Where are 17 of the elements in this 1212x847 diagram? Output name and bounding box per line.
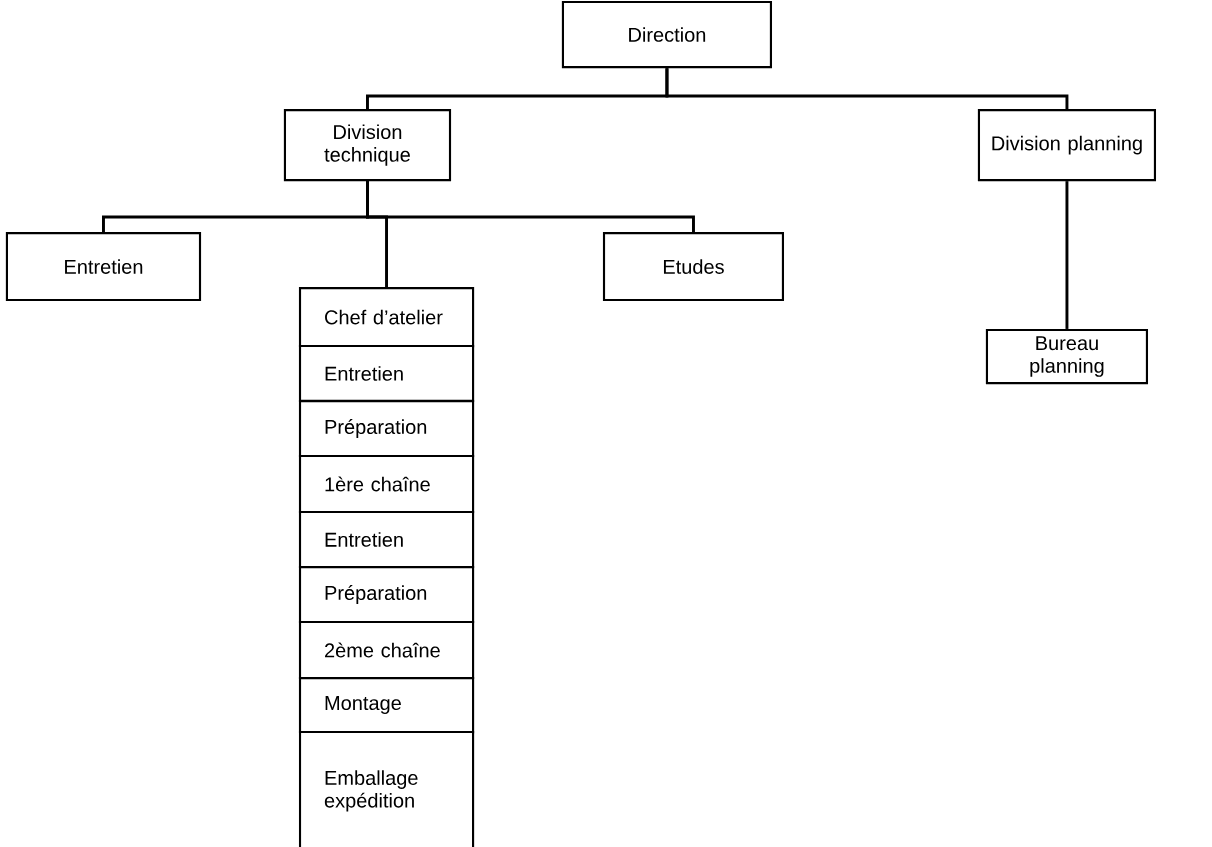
org-box: Etudes [602, 232, 784, 302]
org-box: Division technique [283, 109, 452, 182]
stacked-box: 1ère chaîne [298, 454, 475, 514]
connector-line [1065, 181, 1069, 329]
stacked-box: Chef d’atelier [298, 287, 475, 348]
stacked-box: 2ème chaîne [298, 620, 475, 680]
stacked-box: Préparation [298, 400, 475, 458]
connector-line [665, 68, 1069, 110]
stacked-box: Montage [298, 677, 475, 734]
org-box: Bureau planning [985, 328, 1148, 385]
org-box: Division planning [977, 109, 1156, 182]
org-box: Direction [561, 0, 772, 69]
org-box: Entretien [5, 232, 202, 302]
stacked-box: Entretien [298, 344, 475, 403]
connector-line [366, 181, 388, 288]
stacked-box: Entretien [298, 510, 475, 569]
stacked-box: Préparation [298, 566, 475, 624]
